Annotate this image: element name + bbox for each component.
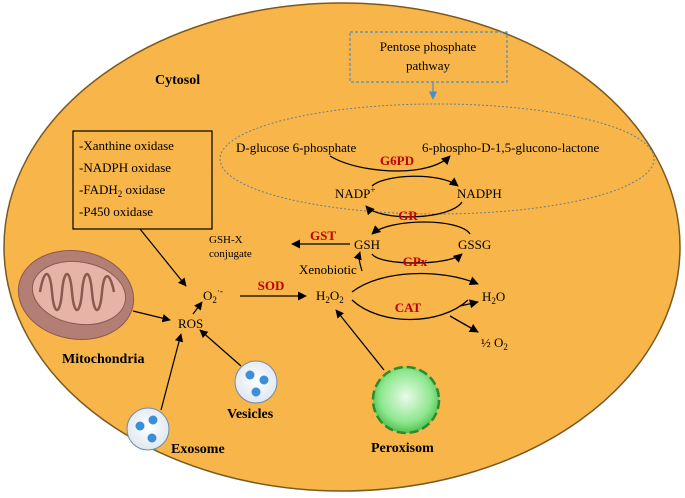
mitochondria-icon [17, 250, 135, 340]
g6pd-enzyme: G6PD [380, 153, 414, 168]
gshx-conjugate-line1: GSH-X [209, 234, 243, 246]
vesicle-icon [234, 360, 278, 404]
half-oxygen-label: ½ O2 [481, 335, 508, 352]
ros-label: ROS [178, 316, 203, 331]
nadph-to-nadp-arrow [365, 201, 463, 218]
oxidase-p450: -P450 oxidase [79, 204, 153, 219]
g6pd-reaction-arrow [329, 155, 451, 172]
superoxide-label: O2·- [203, 286, 223, 305]
ros-to-superoxide-arrow [192, 301, 203, 315]
exosome-to-ros-arrow [160, 333, 184, 411]
peroxisome-icon [371, 365, 441, 435]
h2o2-label: H2O2 [316, 288, 344, 305]
gshx-conjugate-line2: conjugate [209, 248, 252, 260]
pentose-pathway-line1: Pentose phosphate [380, 39, 477, 54]
pentose-pathway-line2: pathway [406, 58, 451, 73]
oxidase-fadh2: -FADH2 oxidase [79, 182, 165, 199]
exosome-label: Exosome [171, 442, 225, 457]
cat-to-oxygen-arrow [449, 315, 479, 333]
vesicles-label: Vesicles [227, 407, 274, 422]
nadp-to-nadph-arrow [371, 175, 459, 187]
nadp-label: NADP+ [335, 185, 375, 201]
peroxisome-to-h2o2-arrow [335, 309, 385, 371]
h2o-label: H2O [482, 289, 505, 306]
oxidase-xanthine: -Xanthine oxidase [79, 138, 174, 153]
gsh-label: GSH [354, 237, 380, 252]
xenobiotic-to-gsh-arrow [353, 251, 363, 272]
nadph-label: NADPH [457, 186, 502, 201]
peroxisome-label: Peroxisom [371, 441, 434, 456]
cat-to-water-arrow [459, 299, 479, 309]
cytosol-membrane [3, 2, 681, 492]
gpx-h2o2-to-h2o-arrow [351, 272, 479, 293]
gst-enzyme: GST [310, 228, 336, 243]
xenobiotic-label: Xenobiotic [299, 262, 357, 277]
oxidases-box [72, 130, 213, 230]
mitochondria-label: Mitochondria [62, 352, 144, 367]
gssg-label: GSSG [458, 237, 491, 252]
cat-h2o2-arc [351, 299, 469, 321]
oxidase-nadph: -NADPH oxidase [79, 160, 171, 175]
pentose-pathway-box [349, 31, 508, 83]
exosome-icon [126, 407, 170, 451]
gr-enzyme: GR [398, 208, 418, 223]
sod-enzyme: SOD [258, 278, 285, 293]
gpx-enzyme: GPx [403, 254, 428, 269]
mitochondria-to-ros-arrow [132, 310, 171, 323]
cytosol-label: Cytosol [155, 73, 200, 88]
g6p-label: D-glucose 6-phosphate [236, 140, 356, 155]
gssg-to-gsh-arrow [371, 221, 471, 235]
oxidases-to-superoxide-arrow [139, 228, 187, 287]
gsh-to-gssg-arrow [371, 253, 463, 264]
pgl-label: 6-phospho-D-1,5-glucono-lactone [422, 140, 599, 155]
vesicles-to-ros-arrow [199, 329, 242, 367]
cat-enzyme: CAT [395, 300, 422, 315]
